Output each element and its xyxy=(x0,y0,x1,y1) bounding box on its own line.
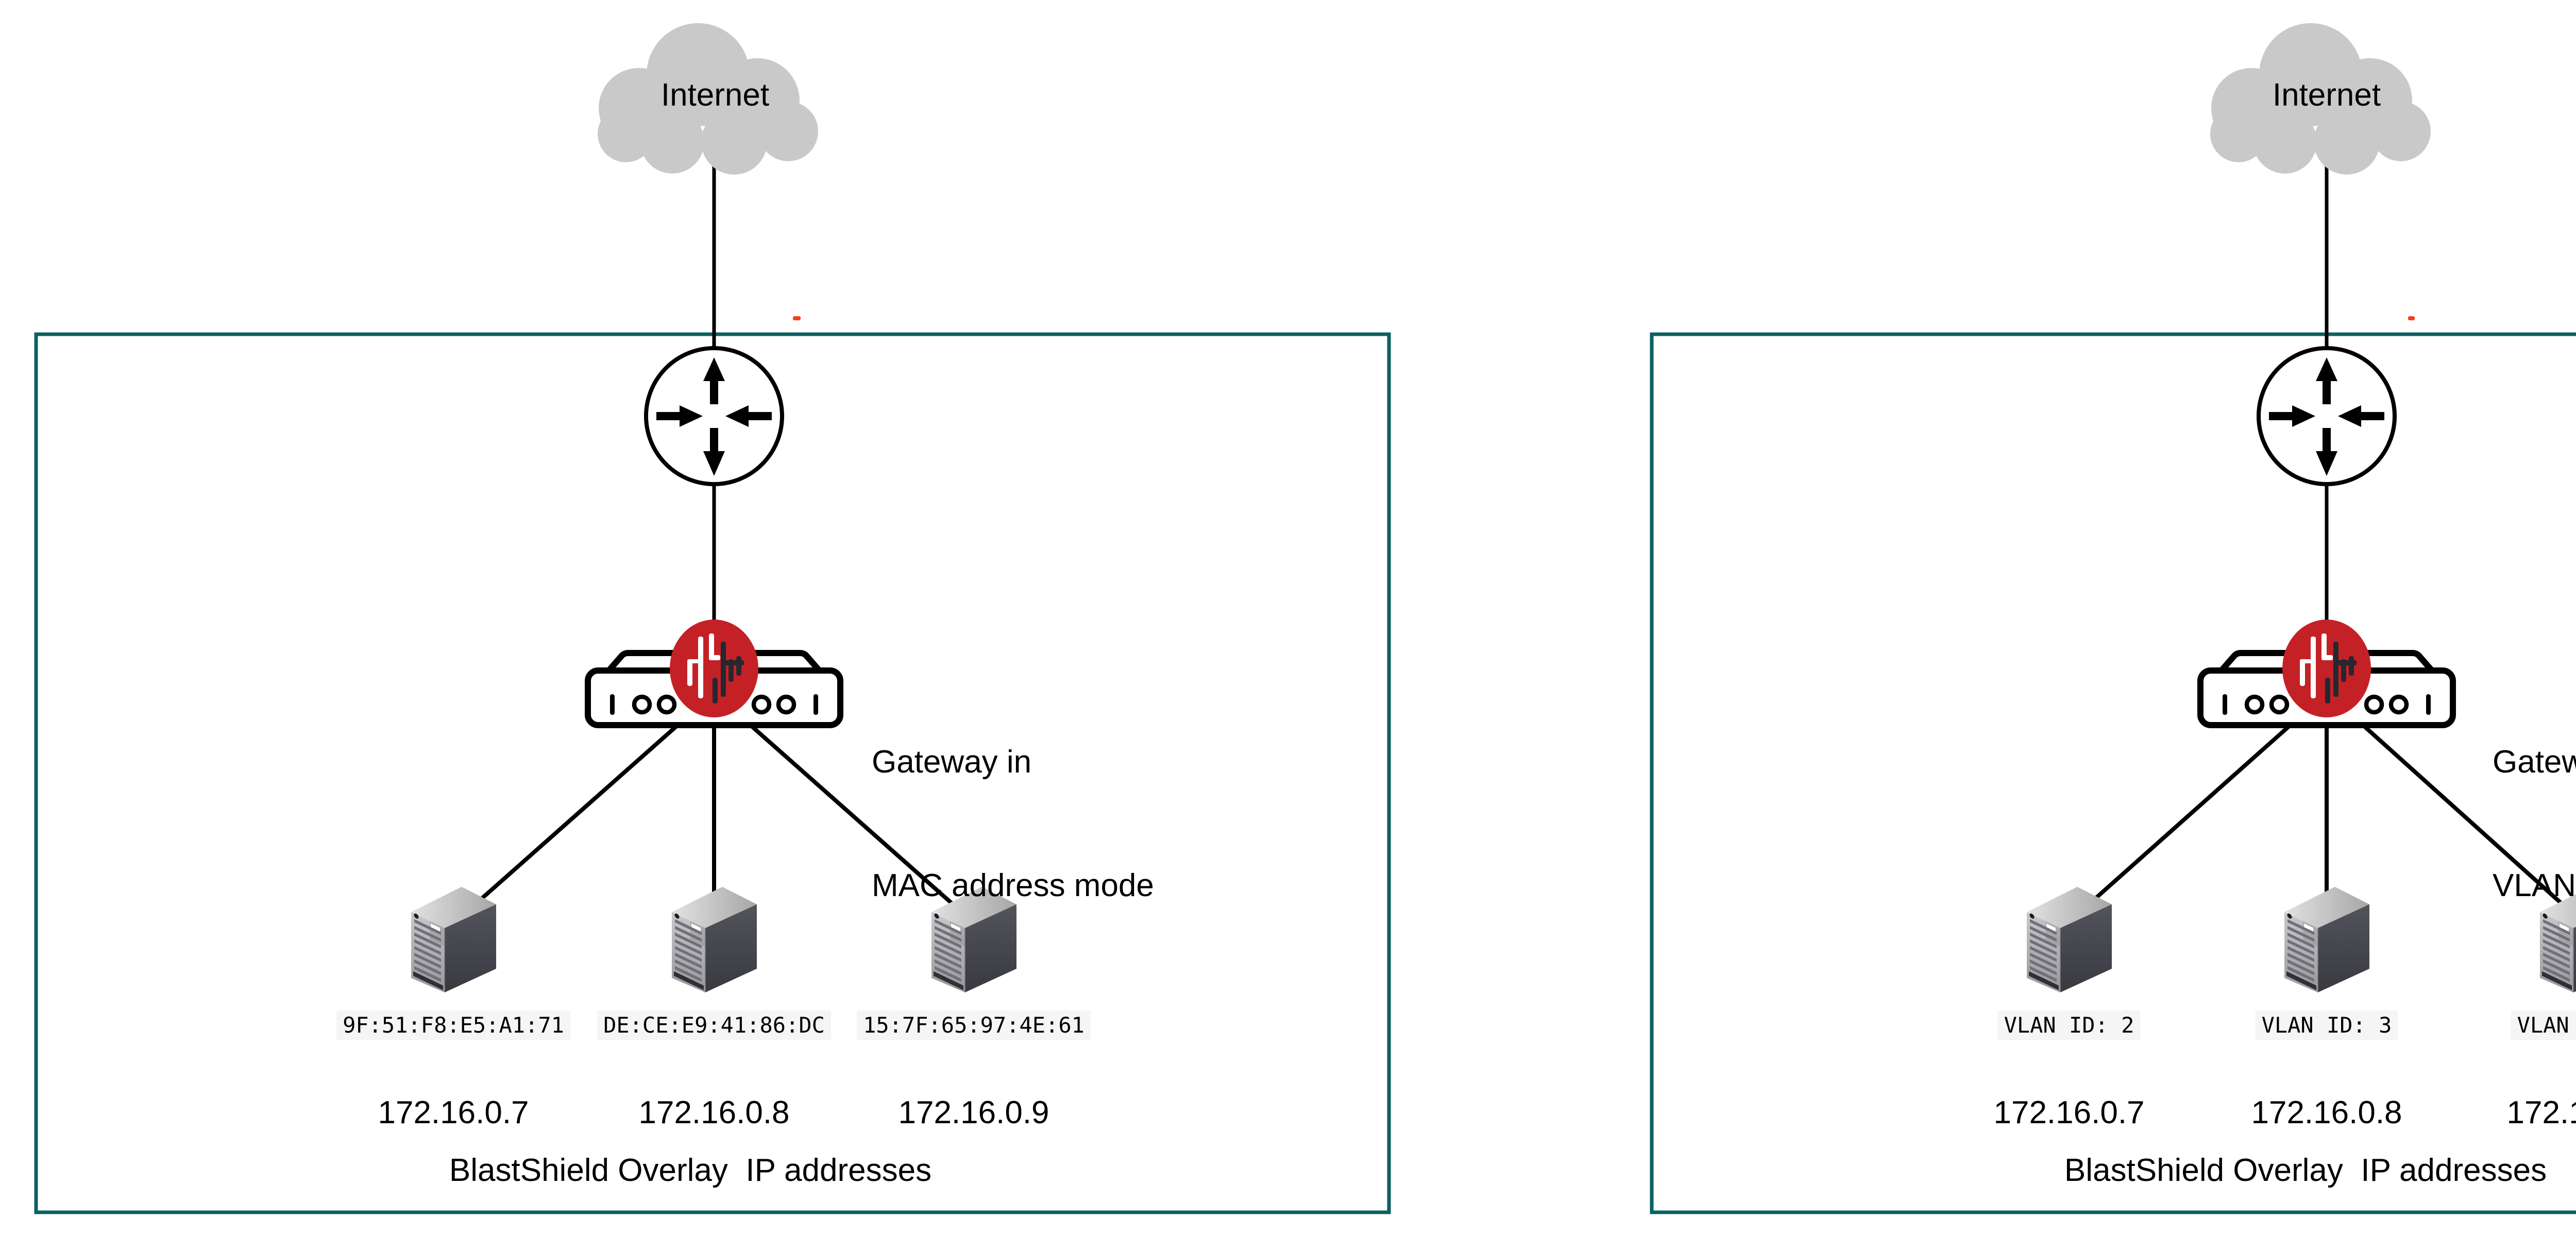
right-gateway-server1-link xyxy=(2086,721,2295,907)
left-gateway xyxy=(588,620,840,725)
left-server-1-mac-label: 9F:51:F8:E5:A1:71 xyxy=(336,1010,570,1040)
right-gateway xyxy=(2200,620,2453,725)
left-red-marker xyxy=(793,316,801,320)
right-server-3-vlan-label: VLAN ID: 4 xyxy=(2511,1010,2576,1040)
left-gateway-server1-link xyxy=(472,721,682,907)
right-server-2 xyxy=(2284,886,2370,993)
right-links xyxy=(2086,152,2566,907)
left-server-1 xyxy=(411,886,497,993)
right-gateway-label-line1: Gateway in xyxy=(2493,744,2576,780)
left-router xyxy=(646,348,782,484)
left-gateway-label-line1: Gateway in xyxy=(872,744,1032,780)
right-server-2-ip: 172.16.0.8 xyxy=(2251,1095,2402,1130)
left-gateway-label: Gateway in MAC address mode xyxy=(872,659,1154,948)
left-server-2 xyxy=(671,886,757,993)
right-panel-caption: BlastShield Overlay IP addresses xyxy=(2064,1153,2547,1188)
left-server-3-mac-label: 15:7F:65:97:4E:61 xyxy=(857,1010,1091,1040)
right-server-1-vlan-label: VLAN ID: 2 xyxy=(1997,1010,2141,1040)
left-server-1-ip: 172.16.0.7 xyxy=(378,1095,529,1130)
right-server-2-vlan-label: VLAN ID: 3 xyxy=(2255,1010,2398,1040)
left-server-2-ip: 172.16.0.8 xyxy=(638,1095,790,1130)
left-cloud-label: Internet xyxy=(660,77,770,113)
right-gateway-label: Gateway in VLAN addressing mode xyxy=(2493,659,2576,948)
left-gateway-label-line2: MAC address mode xyxy=(872,868,1154,903)
right-gateway-label-line2: VLAN addressing mode xyxy=(2493,868,2576,903)
right-red-marker xyxy=(2408,316,2415,320)
right-panel-border xyxy=(1650,332,2576,1214)
right-server-1-ip: 172.16.0.7 xyxy=(1993,1095,2145,1130)
right-server-3-ip: 172.16.0.9 xyxy=(2506,1095,2576,1130)
right-gateway-server3-link xyxy=(2359,721,2566,907)
left-panel-caption: BlastShield Overlay IP addresses xyxy=(449,1153,932,1188)
left-server-2-mac-label: DE:CE:E9:41:86:DC xyxy=(597,1010,831,1040)
right-router xyxy=(2259,348,2395,484)
right-cloud-label: Internet xyxy=(2272,77,2381,113)
left-gateway-server3-link xyxy=(746,721,956,907)
left-server-3-ip: 172.16.0.9 xyxy=(898,1095,1049,1130)
right-server-1 xyxy=(2026,886,2112,993)
